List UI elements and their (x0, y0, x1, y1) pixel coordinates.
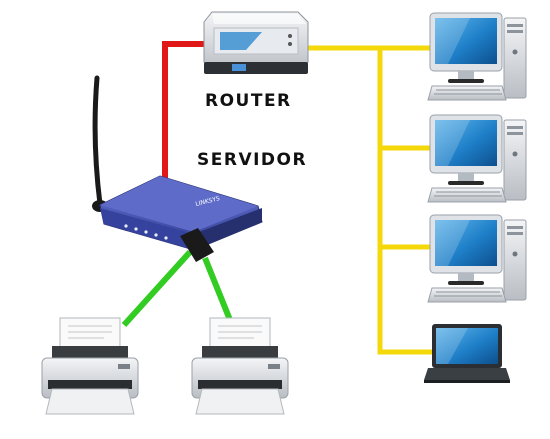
printer-icon (191, 317, 289, 415)
router-label: ROUTER (205, 91, 292, 111)
wireless-router-icon: LINKSYS (92, 75, 263, 262)
workstation-1 (427, 12, 527, 101)
desktop-computer-icon (427, 12, 527, 101)
servidor-label: SERVIDOR (197, 150, 307, 170)
workstation-4 (424, 324, 510, 383)
printer-2 (191, 317, 289, 415)
printer-1 (41, 317, 139, 415)
desktop-computer-icon (427, 214, 527, 303)
printer-icon (41, 317, 139, 415)
workstation-2 (427, 114, 527, 203)
laptop-icon (424, 324, 510, 383)
wan-cable (162, 41, 210, 195)
router-icon (203, 11, 309, 74)
workstation-3 (427, 214, 527, 303)
printer-cables (121, 249, 233, 328)
lan-cables (308, 45, 433, 355)
desktop-computer-icon (427, 114, 527, 203)
